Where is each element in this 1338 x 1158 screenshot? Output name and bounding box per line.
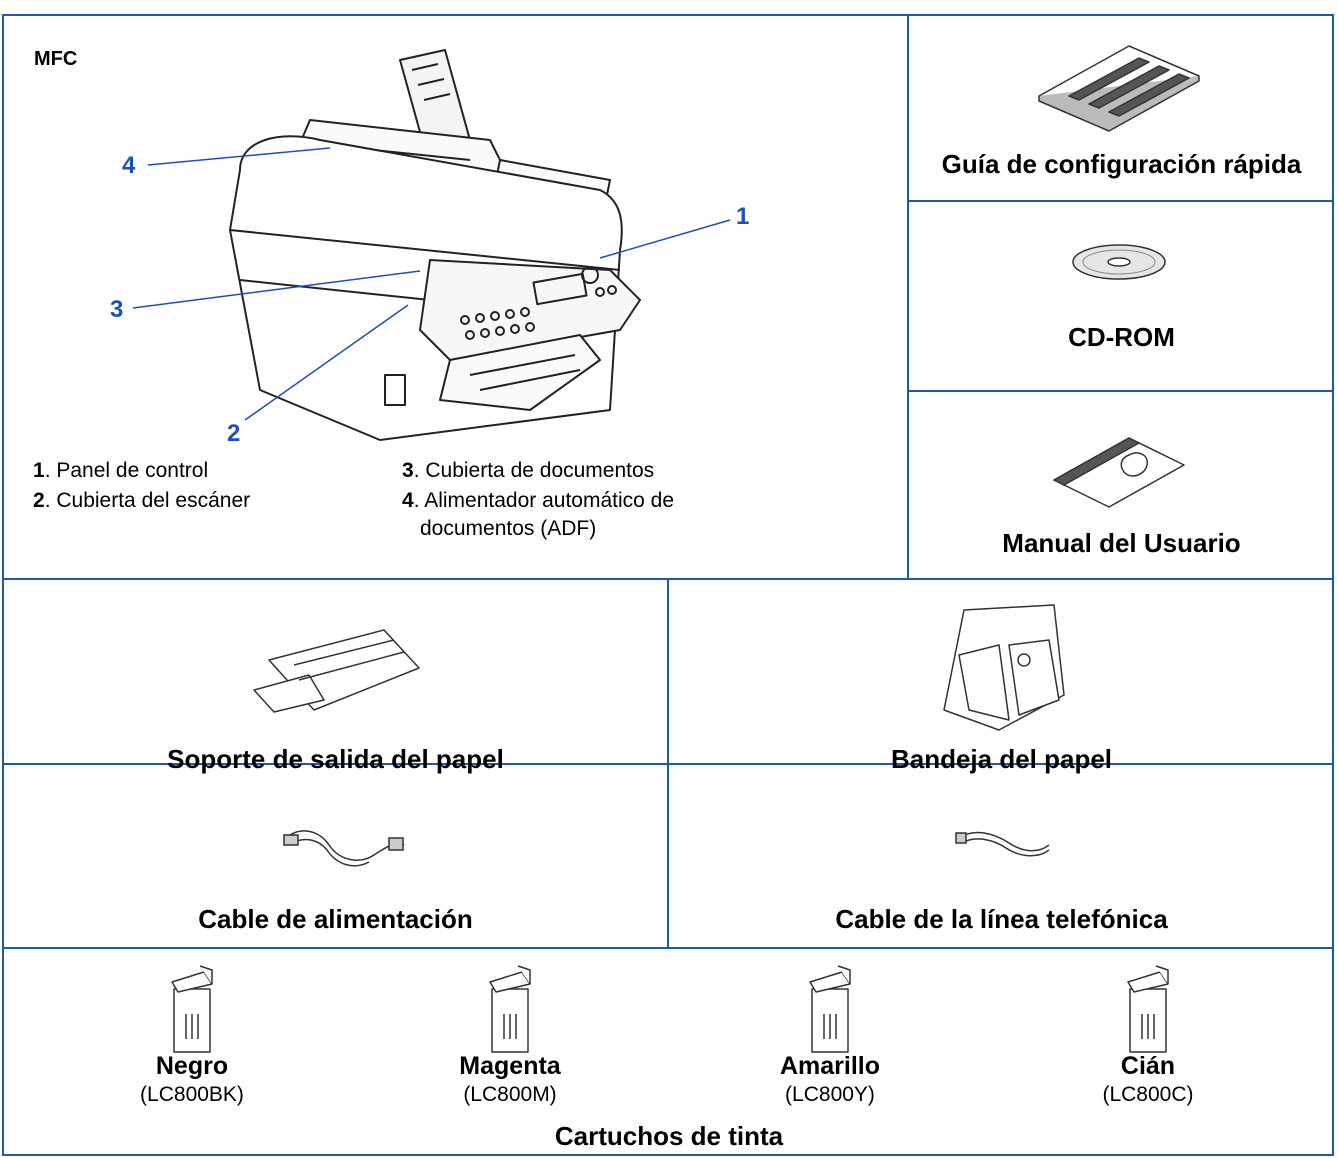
cartridge-cyan: Cián (LC800C) [1048,964,1248,1107]
paper-tray-icon [943,604,1065,731]
cartridge-name: Magenta [459,1052,561,1080]
user-manual-label: Manual del Usuario [1002,528,1241,558]
callout-1: 1 [736,203,750,230]
cartridge-code: (LC800Y) [785,1083,875,1106]
mfc-title: MFC [34,48,78,70]
legend-item-3: 3. Cubierta de documentos [402,458,654,483]
power-cable-label: Cable de alimentación [198,904,473,934]
cell-power-cable: Cable de alimentación [4,765,667,947]
cartridge-code: (LC800M) [463,1083,557,1106]
cartridge-icon [171,965,213,1053]
divider [907,200,1334,202]
legend-item-2: 2. Cubierta del escáner [33,488,250,513]
phone-cable-label: Cable de la línea telefónica [835,904,1168,934]
legend-number: 2 [33,489,45,512]
cell-user-manual: Manual del Usuario [909,392,1334,578]
divider [2,947,1334,949]
cell-quick-setup-guide: Guía de configuración rápida [909,16,1334,200]
cartridge-name: Cián [1120,1052,1176,1080]
callout-2: 2 [227,420,241,447]
legend-number: 3 [402,459,414,482]
cd-rom-label: CD-ROM [1068,322,1175,352]
manual-icon [1053,437,1185,508]
divider [907,14,909,579]
power-cable-icon [283,830,405,867]
legend-item-4: 4. Alimentador automático de [402,488,674,513]
legend-number: 1 [33,459,45,482]
divider [2,763,1334,765]
paper-tray-label: Bandeja del papel [890,744,1113,774]
cartridge-code: (LC800C) [1102,1083,1194,1106]
cell-cd-rom: CD-ROM [909,202,1334,390]
phone-cable-icon [955,831,1050,857]
booklet-icon [1038,45,1200,132]
cell-phone-cable: Cable de la línea telefónica [669,765,1334,947]
cartridge-name: Amarillo [779,1052,881,1080]
legend-number: 4 [402,489,414,512]
cartridge-icon [1127,965,1169,1053]
cartridge-name: Negro [155,1052,229,1080]
cd-icon [1072,244,1166,280]
cartridge-black: Negro (LC800BK) [92,964,292,1107]
ink-cartridges-label: Cartuchos de tinta [554,1121,784,1151]
output-support-icon [253,629,420,713]
callout-4: 4 [122,152,136,179]
cell-paper-tray: Bandeja del papel [669,580,1334,774]
legend-text: . Panel de control [44,459,209,482]
cartridge-yellow: Amarillo (LC800Y) [730,964,930,1107]
mfc-printer-illustration [229,49,641,441]
cartridge-magenta: Magenta (LC800M) [410,964,610,1107]
cartridge-icon [809,965,851,1053]
legend-item-1: 1. Panel de control [33,458,208,483]
output-support-label: Soporte de salida del papel [167,744,504,774]
cell-output-support: Soporte de salida del papel [4,580,667,774]
quick-setup-guide-label: Guía de configuración rápida [941,149,1302,179]
cartridge-icon [489,965,531,1053]
page-frame [2,14,1334,1156]
cartridge-code: (LC800BK) [140,1083,244,1106]
cell-ink-cartridges: Negro (LC800BK) Magenta (LC800M) Amarill… [4,949,1334,1156]
legend-text: . Alimentador automático de [413,489,675,512]
divider [907,390,1334,392]
legend-text: . Cubierta de documentos [413,459,655,482]
callout-3: 3 [110,296,124,323]
legend-item-4-continued: documentos (ADF) [420,517,597,540]
legend-text: . Cubierta del escáner [44,489,251,512]
